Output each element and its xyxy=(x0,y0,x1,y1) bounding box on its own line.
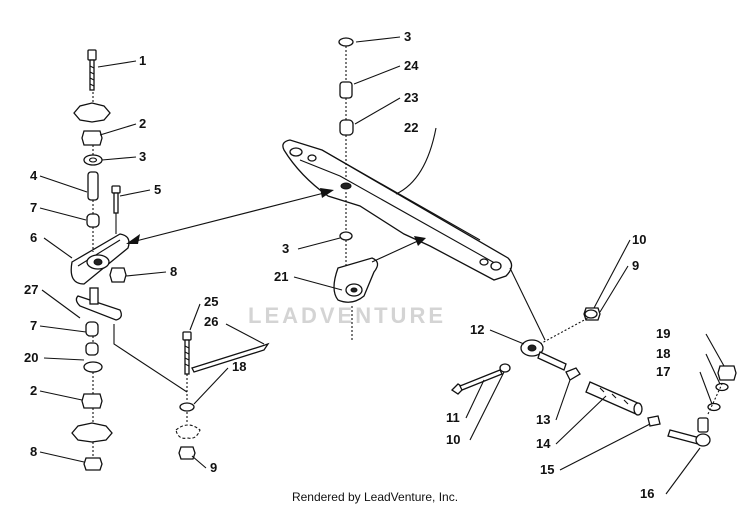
callout-17: 17 xyxy=(656,364,670,379)
part-serrated-washer-lower xyxy=(71,422,113,443)
part-washer-17 xyxy=(707,402,721,412)
callout-23: 23 xyxy=(404,90,418,105)
callout-18: 18 xyxy=(232,359,246,374)
part-washer-3-center xyxy=(339,231,353,241)
part-washer-3-top xyxy=(338,37,354,47)
part-bolt-1 xyxy=(87,49,97,91)
part-washer-3-left xyxy=(83,154,103,166)
center-assembly xyxy=(282,37,513,340)
part-nut-2-lower xyxy=(81,393,103,409)
part-sleeve-14 xyxy=(585,381,643,416)
part-rod-26 xyxy=(191,342,270,373)
callout-8: 8 xyxy=(170,264,177,279)
callout-4: 4 xyxy=(30,168,38,183)
part-spacer-lower xyxy=(85,342,99,356)
callout-20: 20 xyxy=(24,350,38,365)
arrow-head-left xyxy=(126,234,140,244)
part-bushing-24 xyxy=(339,81,353,99)
callout-10: 10 xyxy=(632,232,646,247)
part-washer-18-right xyxy=(715,382,729,392)
callout-25: 25 xyxy=(204,294,218,309)
part-washer-10-right xyxy=(584,309,598,319)
callout-3: 3 xyxy=(139,149,146,164)
part-bushing-7-top xyxy=(86,213,100,228)
callout-10-lower: 10 xyxy=(446,432,460,447)
part-nut-13 xyxy=(565,367,581,381)
callout-3-top: 3 xyxy=(404,29,411,44)
part-phantom-mount xyxy=(175,424,201,439)
part-rod-end-12 xyxy=(520,339,567,371)
callout-12: 12 xyxy=(470,322,484,337)
callout-6: 6 xyxy=(30,230,37,245)
footer-credit: Rendered by LeadVenture, Inc. xyxy=(291,490,459,504)
callout-18-right: 18 xyxy=(656,346,670,361)
callout-27: 27 xyxy=(24,282,38,297)
part-screw-5 xyxy=(111,185,121,214)
callout-5: 5 xyxy=(154,182,161,197)
part-washer-18-mid xyxy=(179,402,195,412)
callout-15: 15 xyxy=(540,462,554,477)
callout-7-lower: 7 xyxy=(30,318,37,333)
part-rod-end-16 xyxy=(667,417,711,447)
callout-3-center: 3 xyxy=(282,241,289,256)
part-spacer-4 xyxy=(87,171,99,201)
callout-13: 13 xyxy=(536,412,550,427)
part-bolt-25-shank xyxy=(184,339,190,375)
part-nut-2-top xyxy=(81,130,103,146)
part-plate-27 xyxy=(75,287,122,321)
callout-11: 11 xyxy=(446,410,460,425)
callout-9: 9 xyxy=(210,460,217,475)
callout-26: 26 xyxy=(204,314,218,329)
part-bushing-7-lower xyxy=(85,321,99,337)
callout-14: 14 xyxy=(536,436,551,451)
part-bracket-21 xyxy=(333,257,379,303)
part-nut-15 xyxy=(647,415,661,427)
part-arm-22 xyxy=(282,139,513,281)
callout-1: 1 xyxy=(139,53,146,68)
part-bolt-11 xyxy=(450,369,503,395)
part-nut-19 xyxy=(717,365,737,381)
part-washer-10-lower xyxy=(499,363,511,373)
part-nut-8-right xyxy=(109,267,127,283)
right-assembly xyxy=(450,267,737,447)
watermark: LEADVENTURE xyxy=(248,303,446,328)
part-bracket-6 xyxy=(70,233,130,285)
callout-24: 24 xyxy=(404,58,419,73)
middle-bolt-group xyxy=(113,324,270,460)
part-serrated-washer-top xyxy=(73,102,111,123)
connection-arrows xyxy=(126,188,426,263)
callout-9-right: 9 xyxy=(632,258,639,273)
left-assembly xyxy=(70,49,130,471)
part-bushing-23 xyxy=(339,119,354,136)
callout-19: 19 xyxy=(656,326,670,341)
arrow-head-right xyxy=(320,188,334,198)
callout-2: 2 xyxy=(139,116,146,131)
callout-7: 7 xyxy=(30,200,37,215)
callout-2-lower: 2 xyxy=(30,383,37,398)
part-washer-20 xyxy=(83,361,103,373)
callout-8-lower: 8 xyxy=(30,444,37,459)
callout-21: 21 xyxy=(274,269,288,284)
callout-16: 16 xyxy=(640,486,654,501)
part-nut-8-bottom xyxy=(83,457,103,471)
leader-lines xyxy=(39,36,725,495)
callout-22: 22 xyxy=(404,120,418,135)
part-bolt-25-head xyxy=(182,331,192,341)
part-nut-9-mid xyxy=(178,446,196,460)
callout-labels: 1 2 3 4 5 7 6 8 27 7 20 2 8 25 26 18 9 3… xyxy=(24,29,670,501)
arrow-head-bracket xyxy=(414,236,426,246)
watermark-text: LEADVENTURE xyxy=(248,303,446,328)
